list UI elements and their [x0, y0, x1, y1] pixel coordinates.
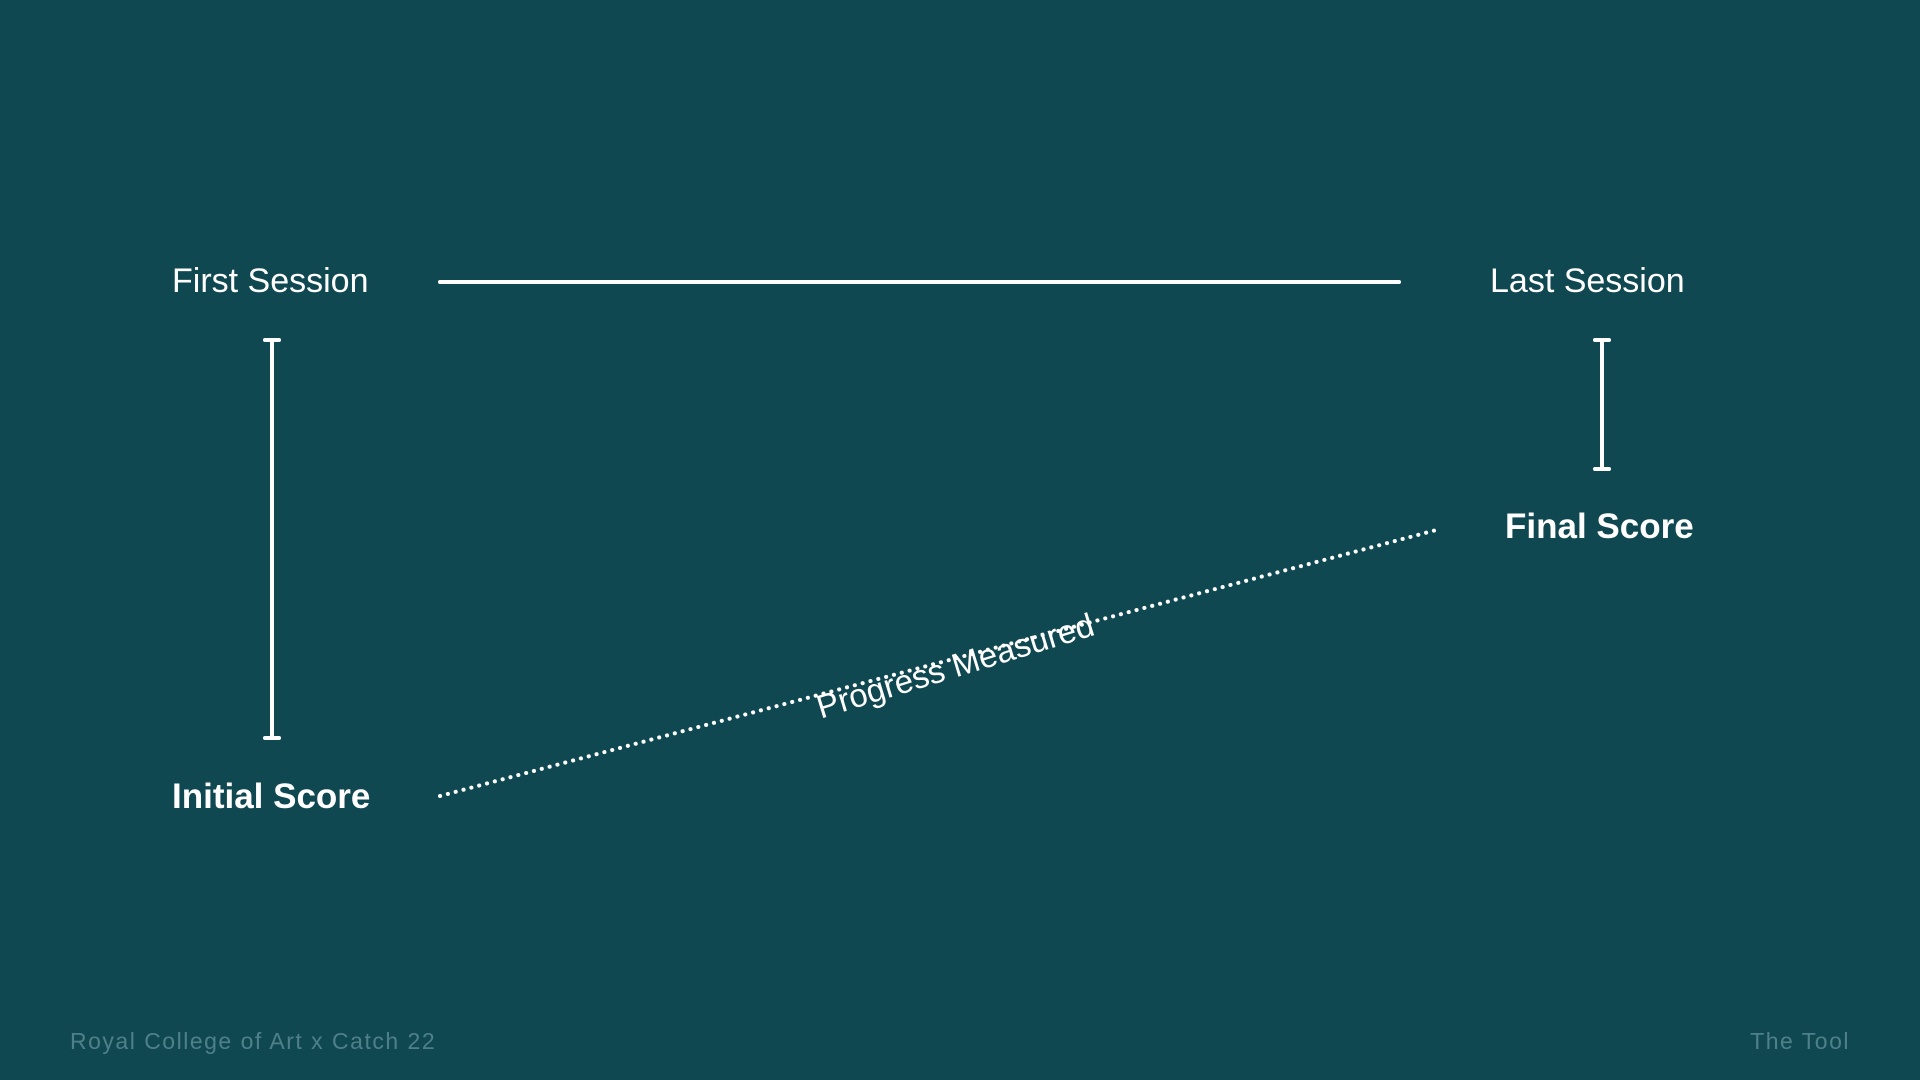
final-score-label: Final Score: [1505, 507, 1694, 546]
final-score-bracket: [1593, 338, 1611, 471]
initial-score-label: Initial Score: [172, 777, 371, 816]
initial-score-bracket: [263, 338, 281, 740]
footer-right-text: The Tool: [1750, 1028, 1850, 1054]
first-session-label: First Session: [172, 262, 369, 300]
progress-dotted-line: [438, 527, 1442, 798]
footer-left-text: Royal College of Art x Catch 22: [70, 1028, 437, 1054]
last-session-label: Last Session: [1490, 262, 1685, 300]
